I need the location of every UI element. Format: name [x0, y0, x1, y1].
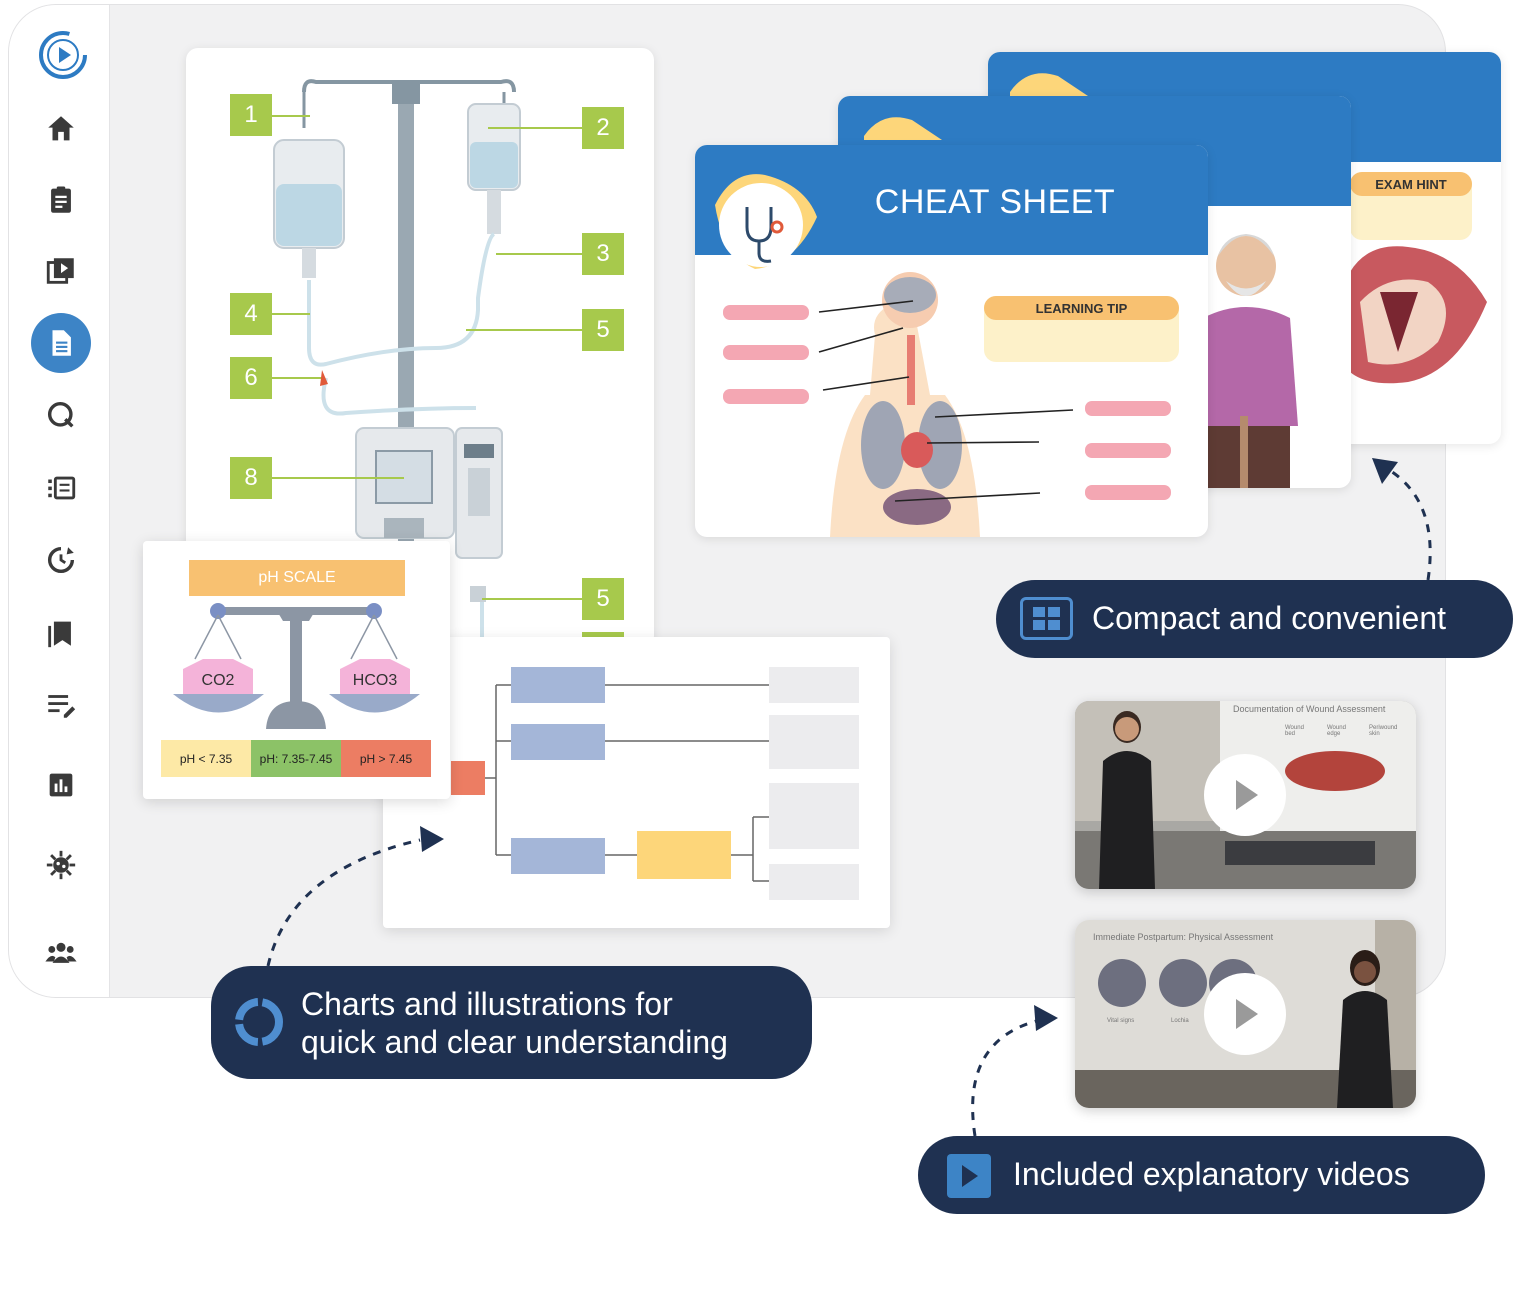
- list-icon[interactable]: [31, 458, 91, 518]
- ph-scale-illustration: pH SCALE CO2 HCO3 pH < 7.35 pH: 7.35-7.4…: [143, 541, 450, 799]
- balance-scale-graphic: [173, 603, 420, 729]
- videos-callout-text: Included explanatory videos: [1013, 1156, 1410, 1192]
- play-button[interactable]: [1204, 973, 1286, 1055]
- label-badge-6: 6: [230, 357, 272, 399]
- video-2-label-1: Vital signs: [1107, 1018, 1135, 1024]
- video-frame-2: [1075, 920, 1416, 1108]
- label-badge-1: 1: [230, 94, 272, 136]
- cheat-sheet[interactable]: CHEAT SHEET LEARNING TIP: [695, 145, 1208, 537]
- videos-callout: Included explanatory videos: [918, 1136, 1485, 1214]
- learning-tip-label: LEARNING TIP: [984, 296, 1179, 320]
- co2-weight-label: CO2: [201, 672, 235, 689]
- video-1-label-1: Wound bed: [1285, 725, 1304, 737]
- video-library-icon[interactable]: [31, 241, 91, 301]
- play-button[interactable]: [1204, 754, 1286, 836]
- notes-icon[interactable]: [31, 675, 91, 735]
- video-2-label-2: Lochia: [1171, 1018, 1189, 1024]
- compact-callout: Compact and convenient: [996, 580, 1513, 658]
- compact-callout-text: Compact and convenient: [1092, 600, 1446, 636]
- logo-icon[interactable]: [37, 29, 89, 81]
- virus-icon[interactable]: [31, 835, 91, 895]
- home-icon[interactable]: [31, 99, 91, 159]
- donut-chart-icon: [233, 996, 285, 1048]
- elderly-patient-graphic: [864, 117, 1298, 488]
- label-badge-8: 8: [230, 457, 272, 499]
- cheat-sheet-title: CHEAT SHEET: [874, 183, 1116, 221]
- video-thumbnail-wound-assessment[interactable]: Documentation of Wound Assessment Wound …: [1075, 701, 1416, 889]
- clipboard-icon[interactable]: [31, 170, 91, 230]
- bookmark-icon[interactable]: [31, 603, 91, 663]
- charts-callout-line1: Charts and illustrations for: [301, 986, 673, 1022]
- label-badge-5b: 5: [582, 578, 624, 620]
- users-icon[interactable]: [31, 923, 91, 983]
- video-1-label-3: Periwound skin: [1369, 725, 1398, 737]
- ph-scale-title: pH SCALE: [189, 560, 405, 596]
- label-badge-5: 5: [582, 309, 624, 351]
- video-thumbnail-postpartum-assessment[interactable]: Immediate Postpartum: Physical Assessmen…: [1075, 920, 1416, 1108]
- cheat-sheet-art: [715, 174, 1171, 537]
- ph-range-alkaline: pH > 7.45: [341, 740, 431, 777]
- video-1-label-2: Wound edge: [1327, 725, 1346, 737]
- label-badge-3: 3: [582, 233, 624, 275]
- charts-callout: Charts and illustrations for quick and c…: [211, 966, 812, 1079]
- flowchart-illustration: [383, 637, 890, 928]
- history-icon[interactable]: [31, 530, 91, 590]
- iv-pole-graphic: [272, 79, 582, 648]
- charts-callout-line2: quick and clear understanding: [301, 1024, 728, 1060]
- label-badge-4: 4: [230, 293, 272, 335]
- grid-icon: [1020, 597, 1073, 640]
- video-2-title: Immediate Postpartum: Physical Assessmen…: [1093, 932, 1274, 942]
- play-square-icon: [947, 1154, 991, 1198]
- label-badge-2: 2: [582, 107, 624, 149]
- mouth-anatomy-graphic: [1010, 73, 1487, 384]
- ph-range-acidic: pH < 7.35: [161, 740, 251, 777]
- document-icon[interactable]: [31, 313, 91, 373]
- flowchart-graphic: [451, 667, 859, 900]
- hco3-weight-label: HCO3: [352, 672, 398, 689]
- exam-hint-label: EXAM HINT: [1350, 172, 1472, 196]
- stats-icon[interactable]: [31, 755, 91, 815]
- quiz-icon[interactable]: [31, 385, 91, 445]
- video-1-title: Documentation of Wound Assessment: [1233, 704, 1386, 714]
- sidebar: [9, 5, 110, 997]
- ph-range-normal: pH: 7.35-7.45: [251, 740, 341, 777]
